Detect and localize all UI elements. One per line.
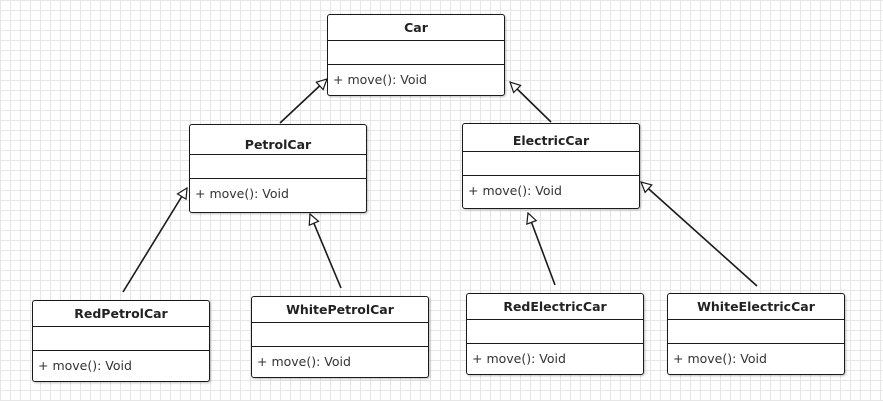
class-attributes: [463, 152, 639, 176]
class-name: WhitePetrolCar: [252, 297, 428, 323]
class-operation: + move(): Void: [195, 186, 289, 201]
class-car[interactable]: Car + move(): Void: [327, 14, 505, 96]
class-operation: + move(): Void: [38, 358, 132, 373]
edge-petrolcar-to-car: [279, 79, 327, 124]
class-attributes: [190, 155, 366, 179]
edge-whiteelectriccar-to-electriccar: [641, 182, 758, 287]
edge-electriccar-to-car: [510, 82, 552, 123]
class-operation: + move(): Void: [333, 72, 427, 87]
edge-redelectriccar-to-electriccar: [528, 213, 556, 286]
class-operation: + move(): Void: [472, 351, 566, 366]
class-attributes: [33, 327, 209, 351]
edge-redpetrolcar-to-petrolcar: [122, 188, 187, 293]
class-redelectriccar[interactable]: RedElectricCar + move(): Void: [466, 293, 644, 375]
class-petrolcar[interactable]: PetrolCar + move(): Void: [189, 124, 367, 213]
class-operation: + move(): Void: [257, 354, 351, 369]
class-operation: + move(): Void: [673, 351, 767, 366]
class-name: Car: [328, 15, 504, 41]
class-name: ElectricCar: [463, 124, 639, 152]
edge-whitepetrolcar-to-petrolcar: [310, 214, 342, 289]
class-whiteelectriccar[interactable]: WhiteElectricCar + move(): Void: [667, 293, 845, 375]
class-name: RedPetrolCar: [33, 301, 209, 327]
class-attributes: [252, 323, 428, 347]
class-attributes: [328, 41, 504, 65]
class-name: WhiteElectricCar: [668, 294, 844, 320]
class-attributes: [467, 320, 643, 344]
class-electriccar[interactable]: ElectricCar + move(): Void: [462, 123, 640, 209]
class-name: RedElectricCar: [467, 294, 643, 320]
class-redpetrolcar[interactable]: RedPetrolCar + move(): Void: [32, 300, 210, 382]
class-whitepetrolcar[interactable]: WhitePetrolCar + move(): Void: [251, 296, 429, 378]
class-attributes: [668, 320, 844, 344]
class-name: PetrolCar: [190, 125, 366, 155]
class-operation: + move(): Void: [468, 183, 562, 198]
